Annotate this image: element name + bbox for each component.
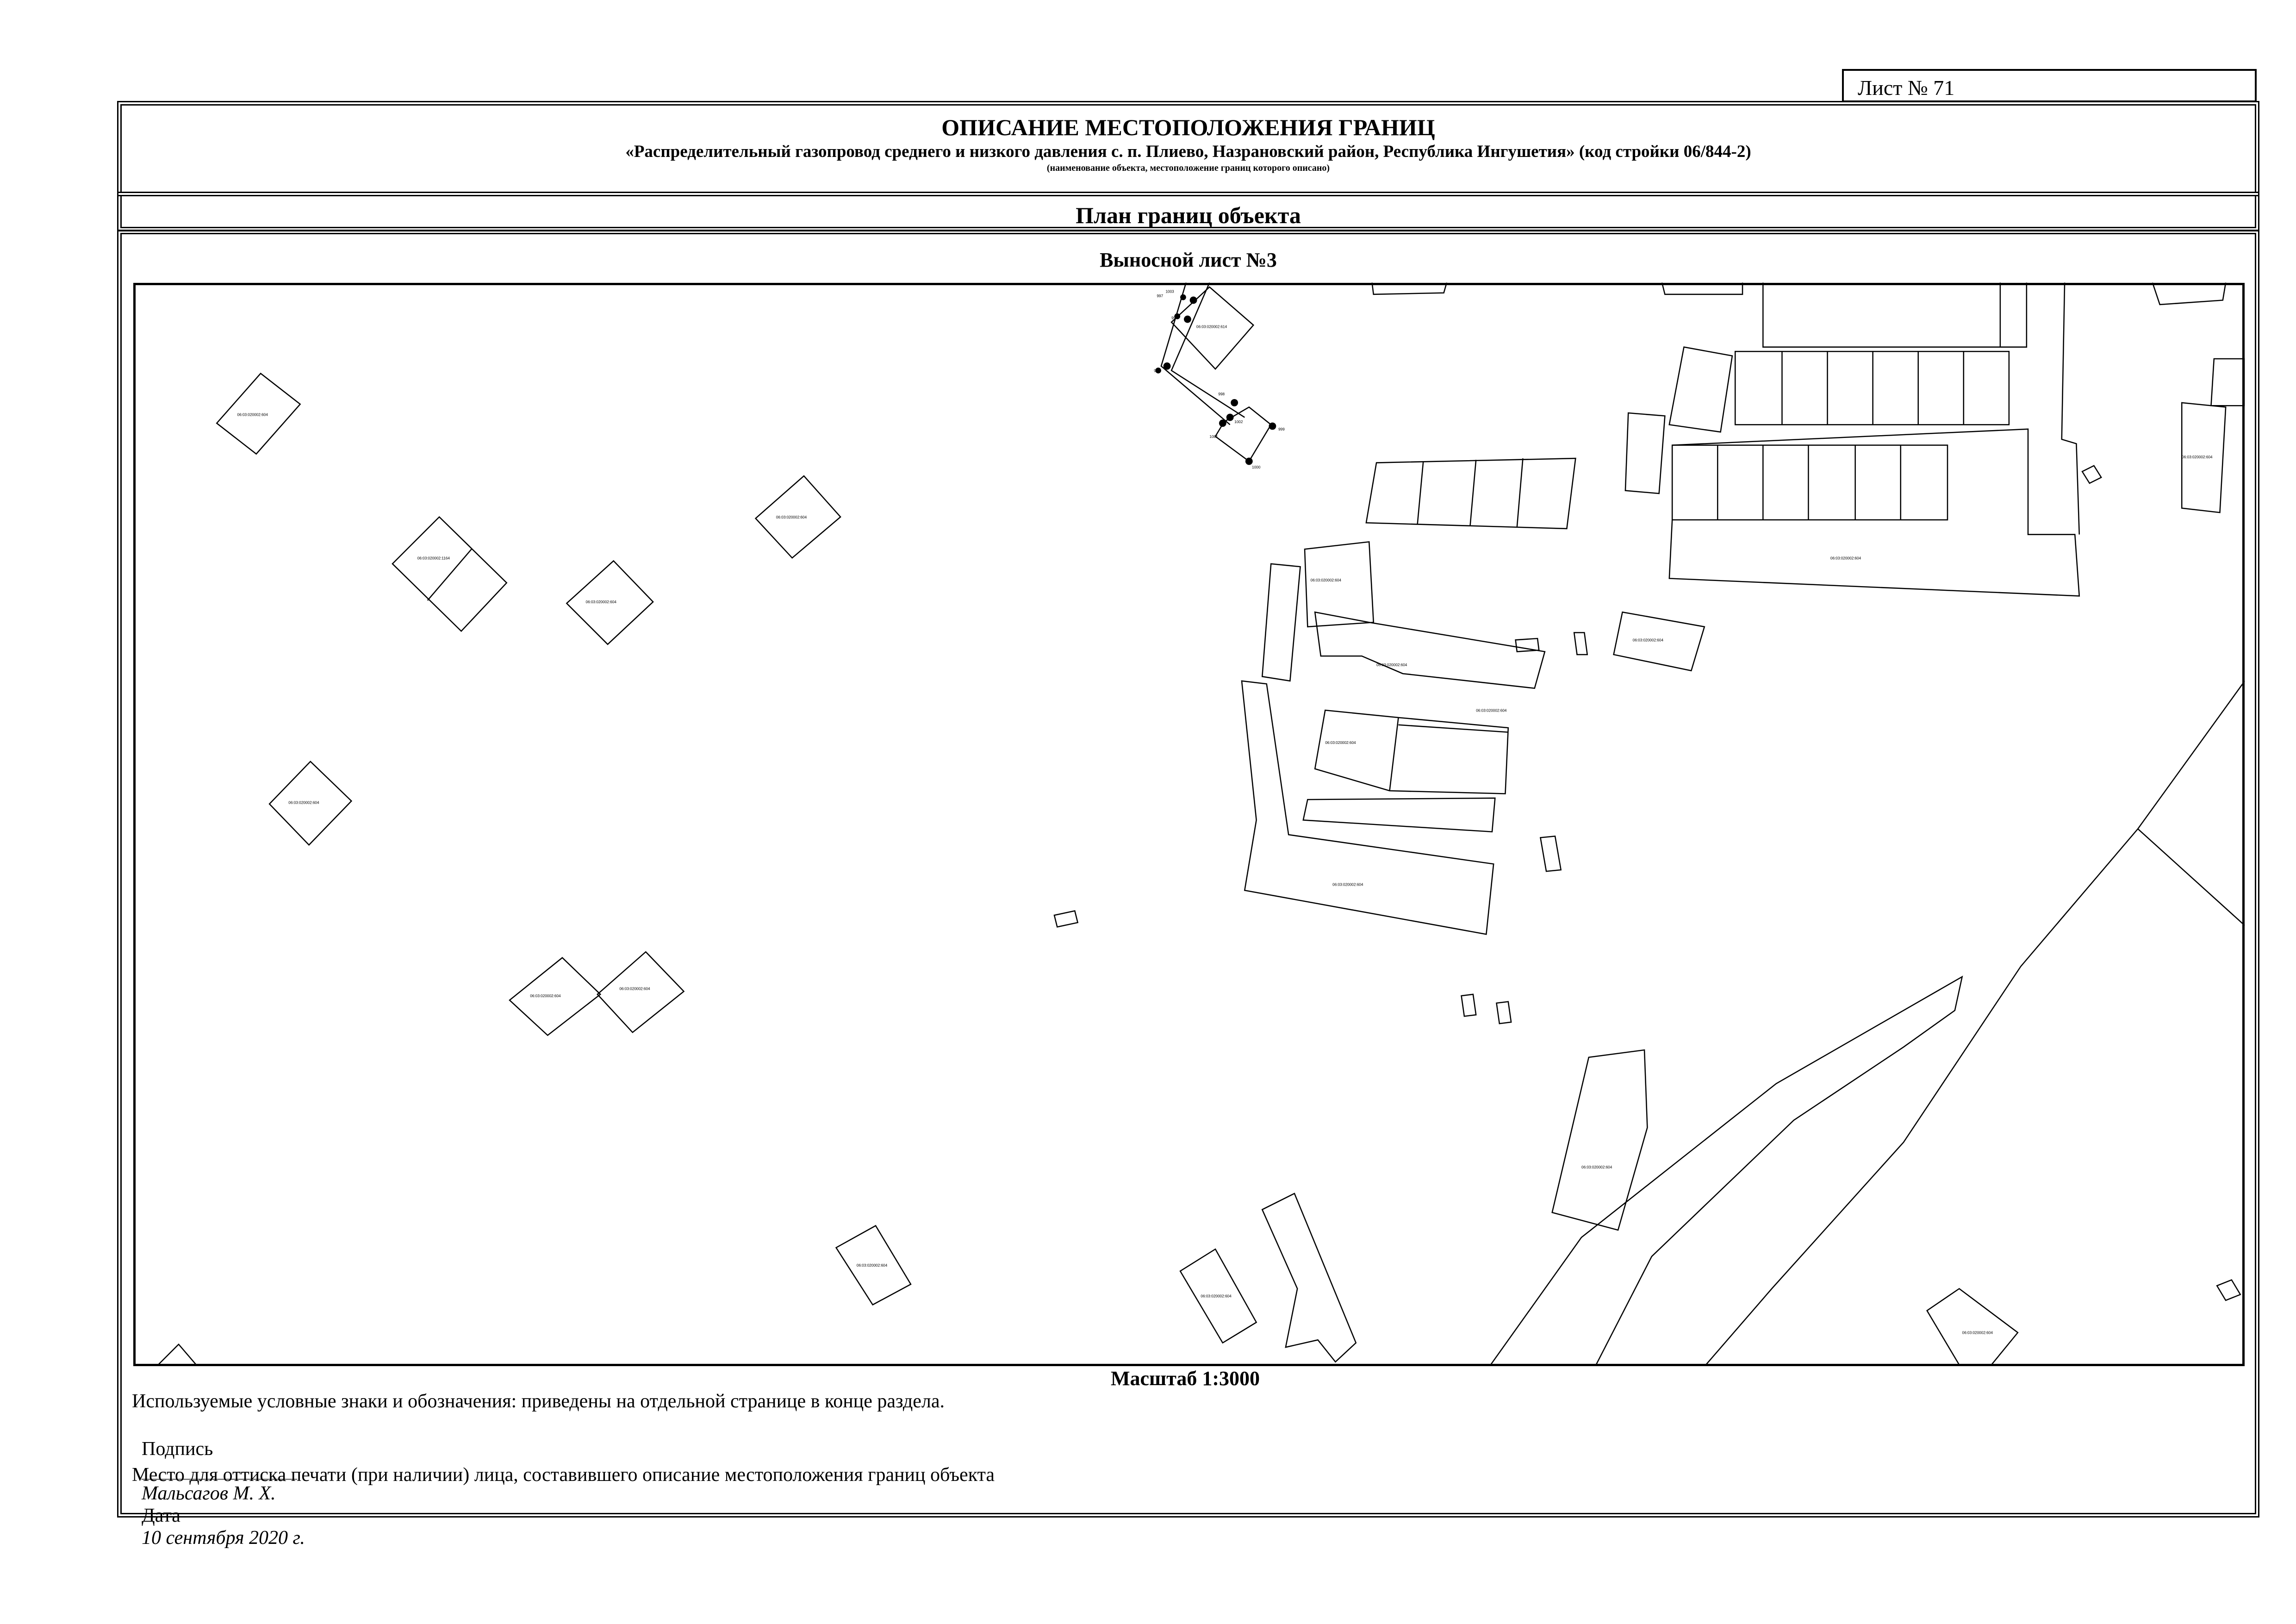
parcel-label: 06:03:020002:604 — [586, 600, 617, 604]
boundary-points — [1155, 294, 1276, 465]
point-label: 996 — [1171, 316, 1178, 320]
parcel-label: 06:03:020002:604 — [1633, 638, 1664, 642]
point-label: 1000 — [1252, 465, 1261, 469]
map-frame — [133, 283, 2245, 1366]
parcel-label: 06:03:020002:614 — [1196, 325, 1227, 329]
parcel-label: 06:03:020002:604 — [288, 801, 319, 805]
point-label: 1002 — [1234, 420, 1243, 424]
point-label: 998 — [1218, 392, 1225, 396]
parcel-label: 06:03:020002:604 — [857, 1263, 888, 1268]
date-label: Дата — [142, 1505, 180, 1526]
parcel-label: 06:03:020002:604 — [1376, 663, 1407, 667]
road-lines — [1490, 681, 2245, 1365]
parcel-boundaries — [157, 282, 2245, 1365]
point-label: 995 — [1154, 369, 1160, 373]
parcel-label: 06:03:020002:604 — [1332, 883, 1363, 887]
plan-title: План границ объекта — [1076, 202, 1301, 228]
parcel-label: 06:03:020002:604 — [237, 412, 268, 417]
signature-row: Подпись ________________ Мальсагов М. Х.… — [132, 1416, 305, 1549]
object-caption: (наименование объекта, местоположение гр… — [1046, 163, 1330, 173]
plan-title-section: План границ объекта — [117, 192, 2259, 231]
parcel-label: 06:03:020002:604 — [1311, 578, 1342, 582]
parcel-label: 06:03:020002:604 — [1201, 1294, 1232, 1299]
parcel-label: 06:03:020002:1164 — [417, 556, 450, 560]
object-name: «Распределительный газопровод среднего и… — [625, 142, 1751, 161]
legend-note: Используемые условные знаки и обозначени… — [132, 1391, 945, 1412]
point-label: 999 — [1278, 427, 1285, 431]
stamp-note: Место для оттиска печати (при наличии) л… — [132, 1464, 995, 1486]
point-label: 1003 — [1165, 290, 1174, 294]
point-label: 997 — [1157, 294, 1163, 298]
signer-name: Мальсагов М. Х. — [142, 1483, 276, 1504]
map-scale: Масштаб 1:3000 — [1111, 1367, 1260, 1390]
signing-date: 10 сентября 2020 г. — [142, 1527, 305, 1549]
parcel-label: 06:03:020002:604 — [530, 994, 561, 998]
map-section: Выносной лист №3 — [117, 230, 2259, 1518]
sheet-number: Лист № 71 — [1858, 76, 1955, 100]
signature-label: Подпись — [142, 1438, 213, 1460]
signature-line: ________________ — [142, 1461, 297, 1482]
point-label: 1001 — [1209, 435, 1218, 439]
parcel-label: 06:03:020002:604 — [1962, 1331, 1993, 1335]
parcel-label: 06:03:020002:604 — [1325, 741, 1356, 745]
document-title: ОПИСАНИЕ МЕСТОПОЛОЖЕНИЯ ГРАНИЦ — [941, 114, 1435, 140]
map-labels: 06:03:020002:614 06:03:020002:604 06:03:02… — [237, 290, 2213, 1335]
parcel-label: 06:03:020002:604 — [619, 987, 650, 991]
parcel-label: 06:03:020002:604 — [2182, 455, 2213, 459]
parcel-label: 06:03:020002:604 — [1830, 556, 1861, 560]
parcel-label: 06:03:020002:604 — [1581, 1165, 1612, 1169]
parcel-label: 06:03:020002:604 — [1476, 708, 1507, 712]
sheet-subtitle: Выносной лист №3 — [1100, 249, 1277, 271]
parcel-label: 06:03:020002:604 — [776, 515, 807, 519]
